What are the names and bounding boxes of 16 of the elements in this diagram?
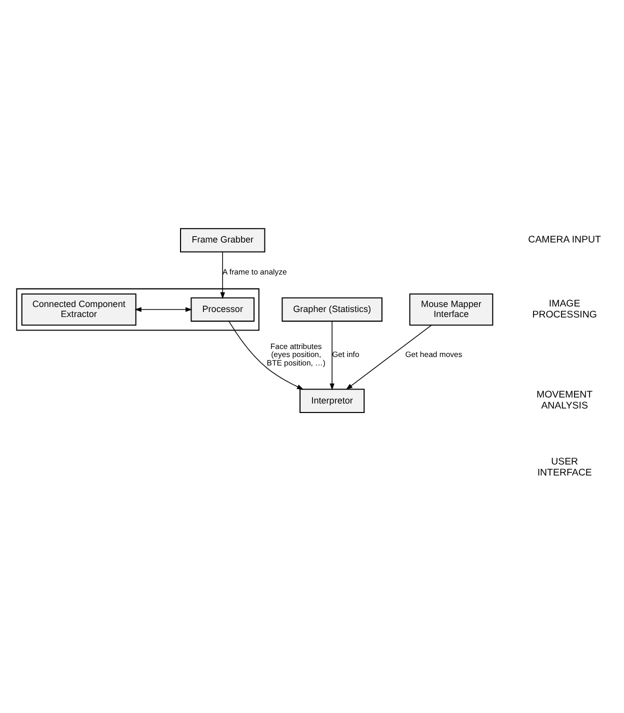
node-box: Processor <box>190 297 255 322</box>
arrow <box>228 321 304 390</box>
arrow <box>330 320 334 390</box>
arrow <box>134 307 192 312</box>
label: USER INTERFACE <box>537 456 592 478</box>
cluster <box>16 288 260 331</box>
node-box: Interpretor <box>300 388 365 414</box>
node-box: Mouse Mapper Interface <box>409 293 494 326</box>
label: MOVEMENT ANALYSIS <box>536 390 593 412</box>
node-box: Connected Component Extractor <box>21 293 136 326</box>
label: IMAGE PROCESSING <box>532 298 597 320</box>
node-box: Grapher (Statistics) <box>282 297 382 322</box>
node-box: Frame Grabber <box>180 228 266 252</box>
label: CAMERA INPUT <box>528 234 601 246</box>
arrow <box>220 252 225 300</box>
arrow <box>346 324 432 390</box>
